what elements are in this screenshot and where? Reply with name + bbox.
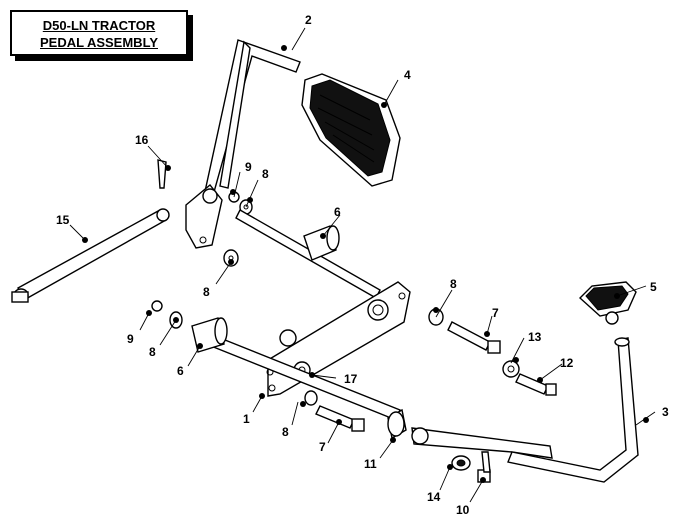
part-8-washer-mid <box>223 249 239 267</box>
callout-1: 1 <box>243 412 250 426</box>
callout-7-bottom: 7 <box>319 440 326 454</box>
callout-8-upper: 8 <box>262 167 269 181</box>
callout-10: 10 <box>456 503 470 517</box>
callout-8-mid: 8 <box>203 285 210 299</box>
diagram-title-line2: PEDAL ASSEMBLY <box>40 35 158 50</box>
callout-7-right: 7 <box>492 306 499 320</box>
callout-8-right: 8 <box>450 277 457 291</box>
part-14-clip <box>451 455 471 471</box>
diagram-title-box: D50-LN TRACTOR PEDAL ASSEMBLY <box>10 10 188 56</box>
callout-5: 5 <box>650 280 657 294</box>
part-12-bolt <box>515 373 557 396</box>
part-2-pedal-arm <box>185 39 301 249</box>
part-1-bracket-plate <box>266 281 411 397</box>
upper-shaft <box>235 209 381 299</box>
part-7-bolt-bottom <box>315 405 365 432</box>
callout-dots <box>82 45 649 483</box>
leader-lines <box>69 27 656 503</box>
callout-6-upper: 6 <box>334 205 341 219</box>
callout-16: 16 <box>135 133 149 147</box>
part-7-bolt-right <box>447 321 501 354</box>
callout-15: 15 <box>56 213 70 227</box>
callout-9-lower: 9 <box>127 332 134 346</box>
part-8-washer-bottom <box>304 390 318 406</box>
callout-3: 3 <box>662 405 669 419</box>
callout-12: 12 <box>560 356 574 370</box>
callout-4: 4 <box>404 68 411 82</box>
part-15-rod <box>11 208 170 303</box>
callout-14: 14 <box>427 490 441 504</box>
part-5-clutch-pad <box>578 281 637 325</box>
callout-11: 11 <box>364 457 377 471</box>
part-9-nut-lower <box>151 300 163 312</box>
part-13-washer <box>502 360 520 378</box>
callout-13: 13 <box>528 330 542 344</box>
part-16-clip <box>157 159 167 189</box>
callout-2: 2 <box>305 13 312 27</box>
part-4-pedal-pad <box>301 73 401 187</box>
callout-8-bottom: 8 <box>282 425 289 439</box>
callout-17: 17 <box>344 372 358 386</box>
diagram-title-line1: D50-LN TRACTOR <box>42 18 156 33</box>
callout-6-lower: 6 <box>177 364 184 378</box>
callout-8-lower-left: 8 <box>149 345 156 359</box>
part-6-spacer-upper <box>303 225 340 261</box>
callout-9-upper: 9 <box>245 160 252 174</box>
part-11-bushing <box>387 408 407 440</box>
part-3-clutch-arm <box>411 337 639 483</box>
